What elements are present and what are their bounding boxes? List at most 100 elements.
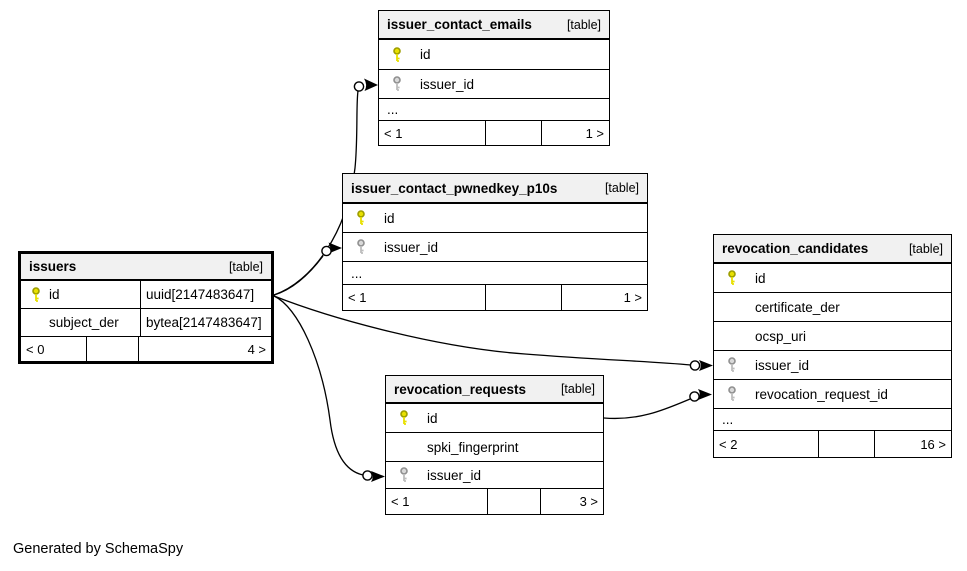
column-name: issuer_id: [427, 467, 482, 483]
table-issuers[interactable]: issuers [table] id uuid[2147483647] subj…: [18, 251, 274, 364]
column-row: spki_fingerprint: [386, 433, 603, 462]
footer-middle-cell: [819, 431, 875, 457]
column-row: subject_der bytea[2147483647]: [21, 309, 271, 337]
column-name: subject_der: [49, 315, 119, 330]
column-name: id: [427, 410, 438, 426]
table-header: issuer_contact_pwnedkey_p10s [table]: [343, 174, 647, 204]
column-row: revocation_request_id: [714, 380, 951, 409]
foreign-key-icon: [356, 239, 366, 255]
child-count: 4 >: [247, 341, 266, 357]
table-header: issuers [table]: [21, 254, 271, 281]
column-name: certificate_der: [755, 299, 840, 315]
ellipsis-label: ...: [351, 265, 363, 281]
table-revocation_candidates[interactable]: revocation_candidates [table] id certifi…: [713, 234, 952, 458]
table-type-tag: [table]: [566, 17, 601, 32]
child-count: 1 >: [585, 125, 604, 141]
footer-middle-cell: [488, 489, 541, 514]
parent-count: < 1: [379, 121, 486, 145]
primary-key-icon: [392, 46, 402, 63]
arrowhead: [328, 242, 342, 254]
table-type-tag: [table]: [908, 241, 943, 256]
column-row: id: [379, 40, 609, 70]
table-type-tag: [table]: [228, 259, 263, 274]
footer-middle-cell: [486, 285, 562, 310]
table-type-tag: [table]: [560, 382, 595, 396]
table-name: issuer_contact_pwnedkey_p10s: [351, 180, 558, 196]
column-row: ocsp_uri: [714, 322, 951, 351]
parent-count: < 2: [714, 431, 819, 457]
table-name: issuers: [29, 259, 77, 274]
footer-middle-cell: [486, 121, 542, 145]
column-name: id: [755, 270, 766, 286]
column-name: id: [420, 47, 431, 62]
table-footer: < 0 4 >: [21, 337, 271, 361]
zero-one-circle: [362, 470, 373, 481]
column-type: bytea[2147483647]: [146, 315, 262, 330]
foreign-key-icon: [727, 386, 737, 402]
edge-revocation_requests-to-revocation_candidates: [603, 398, 691, 420]
table-header: issuer_contact_emails [table]: [379, 11, 609, 40]
table-footer: < 1 3 >: [386, 489, 603, 514]
column-row: issuer_id: [343, 233, 647, 262]
table-header: revocation_candidates [table]: [714, 235, 951, 264]
more-columns-row: ...: [714, 409, 951, 431]
table-name: revocation_requests: [394, 381, 527, 397]
column-type: uuid[2147483647]: [146, 287, 255, 302]
column-row: id uuid[2147483647]: [21, 281, 271, 309]
table-revocation_requests[interactable]: revocation_requests [table] id spki_fing…: [385, 375, 604, 515]
foreign-key-icon: [727, 357, 737, 373]
more-columns-row: ...: [343, 262, 647, 285]
arrowhead: [371, 471, 385, 482]
arrowhead: [364, 78, 378, 91]
arrowhead: [698, 389, 712, 400]
column-row: issuer_id: [386, 462, 603, 489]
child-count: 16 >: [920, 436, 946, 452]
primary-key-icon: [356, 210, 366, 226]
primary-key-icon: [399, 410, 409, 426]
ellipsis-label: ...: [387, 102, 399, 117]
foreign-key-icon: [392, 76, 402, 92]
table-footer: < 1 1 >: [379, 121, 609, 145]
table-type-tag: [table]: [604, 181, 639, 195]
column-name: issuer_id: [384, 239, 439, 255]
footer-middle-cell: [87, 337, 139, 361]
zero-one-circle: [321, 245, 332, 257]
column-row: id: [714, 264, 951, 293]
child-count: 1 >: [623, 290, 642, 305]
generated-by-note: Generated by SchemaSpy: [13, 541, 184, 557]
parent-count: < 1: [343, 285, 486, 310]
column-row: id: [386, 404, 603, 433]
column-name: revocation_request_id: [755, 386, 888, 402]
column-row: issuer_id: [379, 70, 609, 99]
zero-one-circle: [353, 81, 365, 92]
column-name: spki_fingerprint: [427, 439, 519, 455]
primary-key-icon: [727, 270, 737, 286]
column-name: ocsp_uri: [755, 328, 807, 344]
column-row: id: [343, 204, 647, 233]
primary-key-icon: [31, 286, 41, 303]
table-footer: < 1 1 >: [343, 285, 647, 310]
zero-one-circle: [689, 391, 700, 402]
arrowhead: [699, 360, 713, 371]
table-name: issuer_contact_emails: [387, 17, 532, 32]
table-footer: < 2 16 >: [714, 431, 951, 457]
column-row: certificate_der: [714, 293, 951, 322]
table-issuer_contact_emails[interactable]: issuer_contact_emails [table] id issuer_…: [378, 10, 610, 146]
parent-count: < 0: [21, 337, 87, 361]
table-issuer_contact_pwnedkey_p10s[interactable]: issuer_contact_pwnedkey_p10s [table] id …: [342, 173, 648, 311]
column-row: issuer_id: [714, 351, 951, 380]
column-name: issuer_id: [420, 76, 475, 92]
child-count: 3 >: [579, 494, 598, 509]
edge-issuers-to-issuer_contact_pwnedkey_p10s: [273, 255, 324, 296]
ellipsis-label: ...: [722, 412, 734, 427]
column-name: issuer_id: [755, 357, 810, 373]
column-name: id: [384, 210, 395, 226]
foreign-key-icon: [399, 467, 409, 483]
table-name: revocation_candidates: [722, 241, 869, 256]
more-columns-row: ...: [379, 99, 609, 121]
table-header: revocation_requests [table]: [386, 376, 603, 404]
column-name: id: [49, 287, 60, 302]
edge-issuers-to-revocation_requests: [273, 295, 364, 476]
zero-one-circle: [689, 360, 701, 371]
